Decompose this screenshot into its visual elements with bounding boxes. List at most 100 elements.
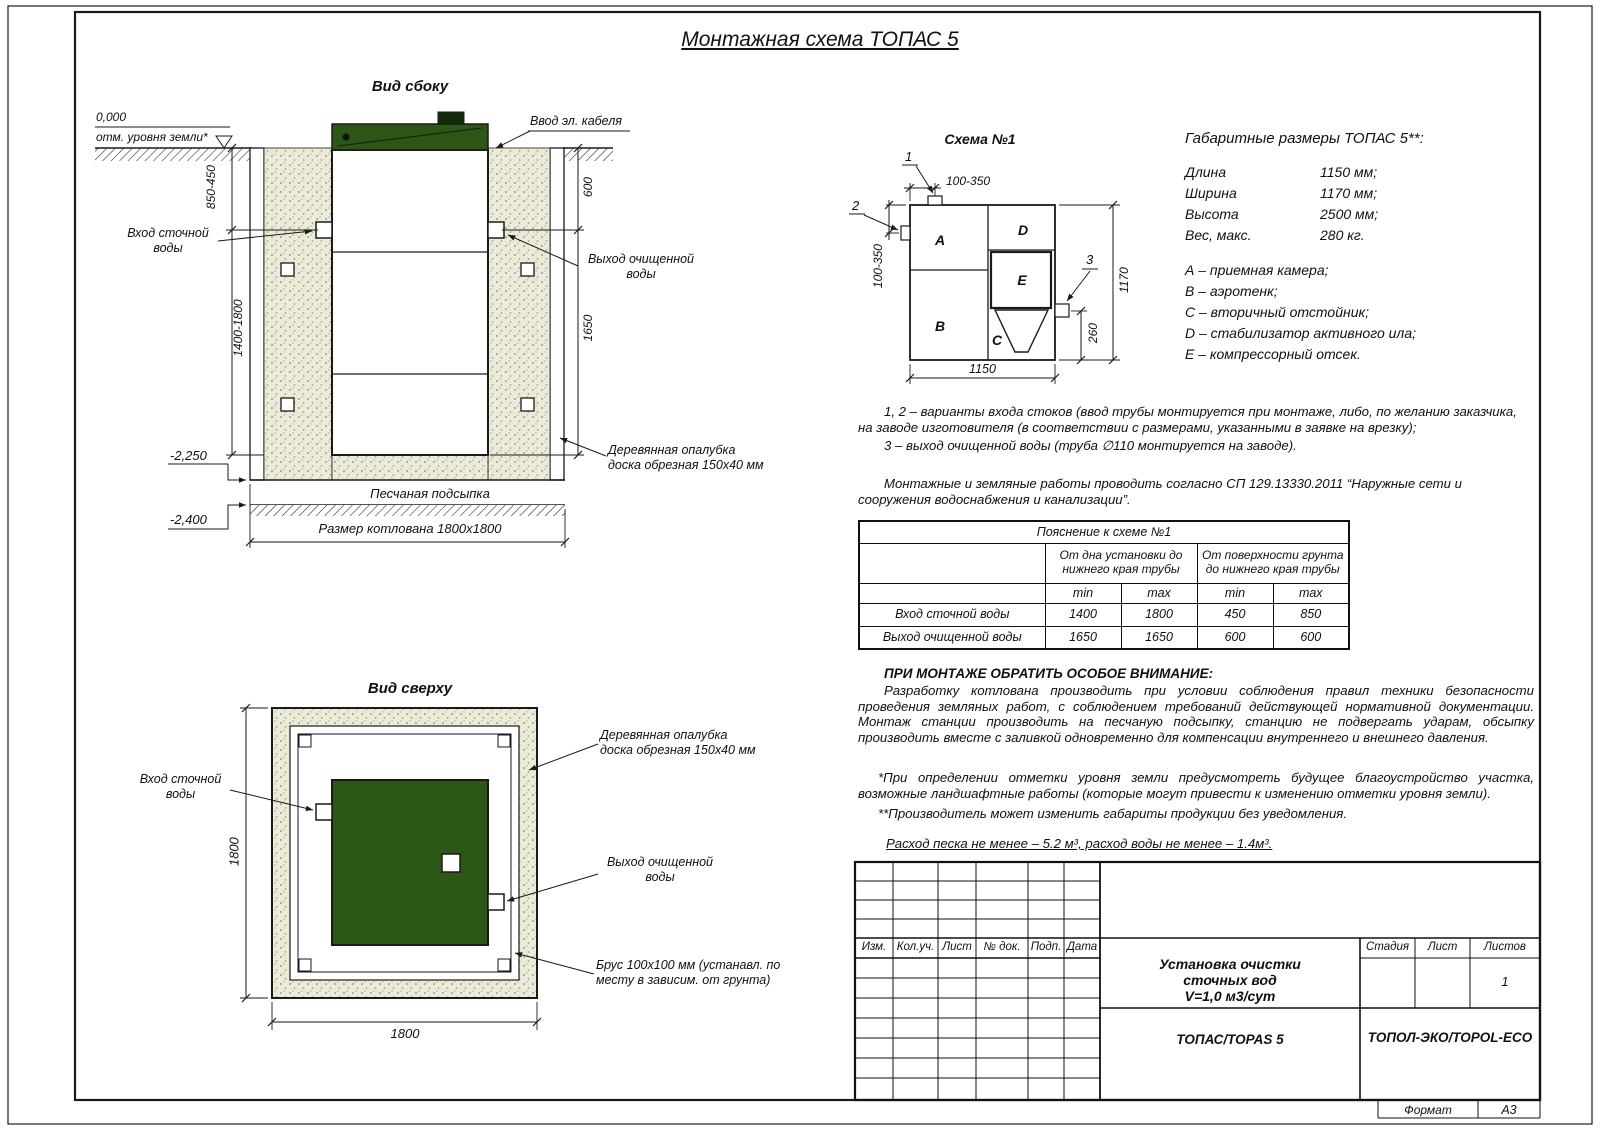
corner-beam [298, 734, 312, 748]
inlet-label-side: Вход сточной воды [127, 226, 209, 255]
legend-item: Е – компрессорный отсек. [1185, 346, 1361, 362]
inlet-variant-1 [927, 195, 943, 206]
titleblock-doc-title: Установка очистки сточных вод V=1,0 м3/с… [1159, 956, 1301, 1005]
level-flag-icon [215, 135, 233, 149]
corner-beam [497, 958, 511, 972]
inlet-pipe-stub-top [315, 803, 333, 821]
note-regulations: Монтажные и земляные работы проводить со… [858, 476, 1462, 507]
table-min-header: min [1044, 582, 1122, 604]
overall-dims-title: Габаритные размеры ТОПАС 5**: [1185, 130, 1424, 147]
overall-dim-value: 1170 мм; [1320, 185, 1378, 201]
footnote-1: *При определении отметки уровня земли пр… [858, 770, 1534, 801]
sand-backfill-right [487, 147, 551, 481]
unit-body [331, 149, 489, 456]
table-cell: 450 [1196, 602, 1274, 627]
dim-600: 600 [580, 177, 595, 198]
ground-hatch-left [95, 148, 252, 161]
level-2250-label: -2,250 [170, 448, 207, 463]
pit-size-label: Размер котлована 1800х1800 [318, 521, 502, 536]
compartment-c: C [991, 332, 1003, 348]
brace-block [280, 397, 295, 412]
formwork-board-right [549, 147, 565, 481]
dim-1800-side: 1800 [226, 837, 242, 867]
table-cell: 850 [1272, 602, 1350, 627]
table-row-label: Вход сточной воды [858, 602, 1046, 627]
titleblock-header-ndok: № док. [983, 941, 1021, 953]
side-view-drawing [95, 111, 630, 548]
dim-1800-bottom: 1800 [390, 1026, 420, 1041]
inlet-variant-2 [900, 225, 911, 241]
titleblock-sheets-value: 1 [1501, 974, 1509, 989]
inlet-pipe-stub [315, 221, 333, 239]
brace-block [520, 397, 535, 412]
titleblock-company: ТОПОЛ-ЭКО/TOPOL-ECO [1367, 1030, 1533, 1045]
sand-bedding [331, 454, 489, 481]
lid-hinge-icon [342, 133, 350, 141]
overall-dim-label: Высота [1185, 206, 1239, 222]
titleblock-sheet-label: Лист [1427, 941, 1458, 953]
footnote-2: **Производитель может изменить габариты … [878, 806, 1348, 821]
overall-dim-value: 280 кг. [1320, 227, 1365, 243]
scheme-title: Схема №1 [944, 131, 1016, 147]
consumption-note: Расход песка не менее – 5.2 м³, расход в… [886, 836, 1273, 851]
legend-item: С – вторичный отстойник; [1185, 304, 1369, 320]
table-empty-cell [858, 582, 1046, 604]
scheme-dim-top: 100-350 [946, 174, 991, 188]
brace-block [520, 262, 535, 277]
legend-item: А – приемная камера; [1185, 262, 1329, 278]
page-title: Монтажная схема ТОПАС 5 [681, 28, 959, 51]
formwork-board-left [249, 147, 265, 481]
zero-level-mark: 0,000 [96, 110, 127, 124]
formwork-label-side: Деревянная опалубка доска обрезная 150х4… [608, 443, 764, 472]
scheme-dim-width: 1150 [969, 362, 996, 376]
overall-dim-value: 1150 мм; [1320, 164, 1378, 180]
format-value: А3 [1501, 1103, 1517, 1117]
formwork-label-top: Деревянная опалубка доска обрезная 150х4… [600, 728, 756, 757]
sand-bedding-label: Песчаная подсыпка [370, 486, 490, 501]
dim-1400-1800: 1400-1800 [230, 299, 245, 357]
cable-entry-label: Ввод эл. кабеля [530, 114, 622, 128]
table-group1-header: От дна установки до нижнего края трубы [1044, 542, 1198, 584]
titleblock-header-koluch: Кол.уч. [896, 941, 935, 953]
attention-body: Разработку котлована производить при усл… [858, 683, 1534, 745]
corner-beam [497, 734, 511, 748]
outlet-3 [1054, 303, 1070, 318]
compartment-b: B [934, 318, 946, 334]
outlet-label-side: Выход очищенной воды [587, 252, 695, 281]
table-cell: 1800 [1120, 602, 1198, 627]
scheme-dim-height: 1170 [1116, 267, 1131, 293]
scheme-outline [909, 204, 1056, 361]
table-cell: 1400 [1044, 602, 1122, 627]
marker-3: 3 [1086, 252, 1094, 267]
table-row: Вход сточной воды 1400 1800 450 850 [858, 602, 1350, 627]
table-group2-header: От поверхности грунта до нижнего края тр… [1196, 542, 1350, 584]
outlet-label-top: Выход очищенной воды [606, 855, 714, 884]
table-max-header: max [1120, 582, 1198, 604]
beam-label: Брус 100х100 мм (устанавл. по месту в за… [596, 958, 781, 987]
corner-beam [298, 958, 312, 972]
outlet-pipe-stub [487, 221, 505, 239]
table-title: Пояснение к схеме №1 [858, 520, 1350, 544]
table-cell: 600 [1272, 625, 1350, 650]
hatch-opening [441, 853, 461, 873]
table-min-header: min [1196, 582, 1274, 604]
scheme-dim-outlet: 260 [1085, 323, 1100, 344]
dim-1650: 1650 [580, 314, 595, 342]
pit-bottom-hatch [250, 505, 565, 516]
clarifier-funnel [993, 309, 1050, 353]
titleblock-header-izm: Изм. [861, 941, 887, 953]
scheme-drawing [849, 164, 1120, 384]
page-frame [7, 5, 1593, 1125]
compressor-box [989, 250, 1053, 310]
sand-backfill-left [263, 147, 333, 481]
table-cell: 1650 [1120, 625, 1198, 650]
unit-top [331, 779, 489, 946]
overall-dim-value: 2500 мм; [1320, 206, 1379, 222]
explanation-table: Пояснение к схеме №1 От дна установки до… [858, 520, 1350, 650]
table-row: Выход очищенной воды 1650 1650 600 600 [858, 625, 1350, 650]
ground-level-label: отм. уровня земли* [96, 130, 208, 144]
top-view-title: Вид сверху [367, 680, 453, 697]
attention-title: ПРИ МОНТАЖЕ ОБРАТИТЬ ОСОБОЕ ВНИМАНИЕ: [884, 666, 1214, 681]
level-2400-label: -2,400 [170, 512, 207, 527]
